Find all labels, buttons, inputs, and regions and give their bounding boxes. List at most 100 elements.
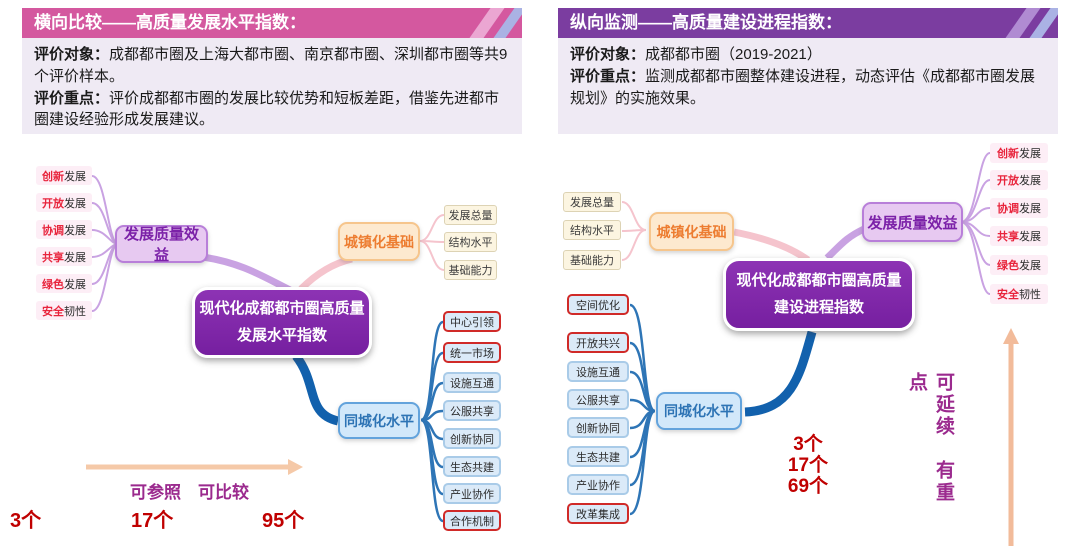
- item-suffix: 发展: [1019, 203, 1041, 215]
- item-prefix: 创新: [997, 148, 1019, 160]
- left-quality-item-coordination: 协调发展: [36, 220, 92, 239]
- center-line1: 现代化成都都市圈高质量: [736, 272, 902, 290]
- label: 评价对象：: [34, 46, 110, 63]
- item-prefix: 绿色: [42, 278, 64, 291]
- right-town-item-1: 开放共兴: [567, 332, 629, 353]
- item-suffix: 韧性: [64, 305, 86, 318]
- left-quality-item-openness: 开放发展: [36, 193, 92, 212]
- item-prefix: 协调: [997, 203, 1019, 215]
- right-quality-item-openness: 开放发展: [990, 170, 1048, 190]
- right-branch-integration: 同城化水平: [656, 392, 742, 430]
- item-suffix: 韧性: [1019, 289, 1041, 301]
- right-quality-item-safety: 安全韧性: [990, 284, 1048, 304]
- left-quality-item-safety: 安全韧性: [36, 301, 92, 320]
- right-panel-title: 纵向监测——高质量建设进程指数：: [570, 13, 842, 32]
- item-suffix: 发展: [64, 278, 86, 291]
- center-line1: 现代化成都都市圈高质量: [199, 300, 365, 318]
- left-town-item-4: 创新协同: [443, 428, 501, 449]
- label: 评价重点：: [570, 67, 646, 85]
- text: 评价成都都市圈的发展比较优势和短板差距，借鉴先进都市圈建设经验形成发展建议。: [34, 89, 500, 129]
- right-count-0: 3个: [793, 434, 823, 455]
- left-town-curves: [420, 320, 444, 523]
- right-quality-curves: [960, 152, 991, 295]
- label: 评价对象：: [570, 46, 646, 63]
- right-town-item-4: 创新协同: [567, 417, 629, 438]
- left-branch-integration: 同城化水平: [338, 402, 420, 439]
- right-urban-item-capacity: 基础能力: [563, 250, 621, 270]
- left-town-item-7: 合作机制: [443, 510, 501, 531]
- item-suffix: 发展: [64, 251, 86, 264]
- right-urban-item-structure: 结构水平: [563, 220, 621, 240]
- item-prefix: 开放: [997, 175, 1019, 187]
- right-town-item-7: 改革集成: [567, 503, 629, 524]
- right-panel-header: 纵向监测——高质量建设进程指数：: [558, 8, 1058, 38]
- right-quality-item-innovation: 创新发展: [990, 143, 1048, 163]
- item-suffix: 发展: [64, 170, 86, 183]
- left-town-trunk: [292, 353, 340, 426]
- left-urban-curves: [419, 214, 445, 271]
- right-town-curves: [629, 303, 656, 516]
- right-urban-item-total: 发展总量: [563, 192, 621, 212]
- right-vertical-label: 可延续 有重点: [906, 372, 954, 504]
- item-suffix: 发展: [1019, 148, 1041, 160]
- center-line2: 发展水平指数: [236, 326, 327, 344]
- item-suffix: 发展: [64, 197, 86, 210]
- left-town-item-5: 生态共建: [443, 456, 501, 477]
- left-panel-header: 横向比较——高质量发展水平指数：: [22, 8, 522, 38]
- item-suffix: 发展: [64, 224, 86, 237]
- left-town-item-6: 产业协作: [443, 483, 501, 504]
- text: 成都都市圈及上海大都市圈、南京都市圈、深圳都市圈等共9个评价样本。: [34, 46, 508, 85]
- item-suffix: 发展: [1019, 231, 1041, 243]
- right-town-item-3: 公服共享: [567, 389, 629, 410]
- left-panel-body: 评价对象：成都都市圈及上海大都市圈、南京都市圈、深圳都市圈等共9个评价样本。 评…: [22, 38, 522, 134]
- right-town-trunk: [744, 330, 817, 417]
- progression-arrow: [86, 459, 303, 475]
- right-quality-item-coordination: 协调发展: [990, 198, 1048, 218]
- right-quality-trunk: [824, 225, 866, 261]
- right-urban-trunk: [733, 228, 811, 263]
- left-urban-item-total: 发展总量: [444, 205, 497, 225]
- right-town-item-2: 设施互通: [567, 361, 629, 382]
- left-count-2: 95个: [262, 510, 305, 532]
- left-panel-title: 横向比较——高质量发展水平指数：: [34, 13, 306, 32]
- left-quality-item-green: 绿色发展: [36, 274, 92, 293]
- left-town-item-1: 统一市场: [443, 342, 501, 363]
- left-quality-trunk: [202, 253, 292, 294]
- right-count-2: 69个: [787, 476, 829, 497]
- label: 评价重点：: [34, 89, 110, 107]
- item-prefix: 共享: [997, 231, 1019, 243]
- upward-arrow: [1003, 328, 1019, 546]
- text: 成都都市圈（2019-2021）: [645, 46, 822, 63]
- left-arrow-label: 可参照 可比较: [130, 483, 249, 502]
- left-count-0: 3个: [10, 510, 42, 532]
- left-quality-item-innovation: 创新发展: [36, 166, 92, 185]
- item-suffix: 发展: [1019, 260, 1041, 272]
- right-town-item-0: 空间优化: [567, 294, 629, 315]
- left-branch-urban: 城镇化基础: [338, 222, 420, 261]
- left-quality-item-sharing: 共享发展: [36, 247, 92, 266]
- item-prefix: 绿色: [997, 260, 1019, 272]
- left-count-1: 17个: [131, 510, 174, 532]
- right-eval-focus: 评价重点：监测成都都市圈整体建设进程，动态评估《成都都市圈发展规划》的实施效果。: [570, 66, 1046, 110]
- right-panel-body: 评价对象：成都都市圈（2019-2021） 评价重点：监测成都都市圈整体建设进程…: [558, 38, 1058, 134]
- item-prefix: 安全: [997, 289, 1019, 301]
- item-prefix: 共享: [42, 251, 64, 264]
- right-quality-item-green: 绿色发展: [990, 255, 1048, 275]
- right-center-node: 现代化成都都市圈高质量 建设进程指数: [723, 258, 915, 331]
- right-urban-curves: [621, 201, 647, 261]
- left-town-item-0: 中心引领: [443, 311, 501, 332]
- right-town-item-6: 产业协作: [567, 474, 629, 495]
- right-quality-item-sharing: 共享发展: [990, 226, 1048, 246]
- right-counts: 3个 17个 69个: [780, 434, 836, 497]
- item-prefix: 创新: [42, 170, 64, 183]
- item-prefix: 安全: [42, 305, 64, 318]
- left-eval-object: 评价对象：成都都市圈及上海大都市圈、南京都市圈、深圳都市圈等共9个评价样本。: [34, 44, 510, 88]
- right-branch-urban: 城镇化基础: [649, 212, 734, 251]
- center-line2: 建设进程指数: [773, 298, 864, 316]
- left-branch-quality: 发展质量效益: [115, 225, 208, 264]
- left-urban-item-capacity: 基础能力: [444, 260, 497, 280]
- right-branch-quality: 发展质量效益: [862, 202, 963, 242]
- text: 监测成都都市圈整体建设进程，动态评估《成都都市圈发展规划》的实施效果。: [570, 67, 1036, 107]
